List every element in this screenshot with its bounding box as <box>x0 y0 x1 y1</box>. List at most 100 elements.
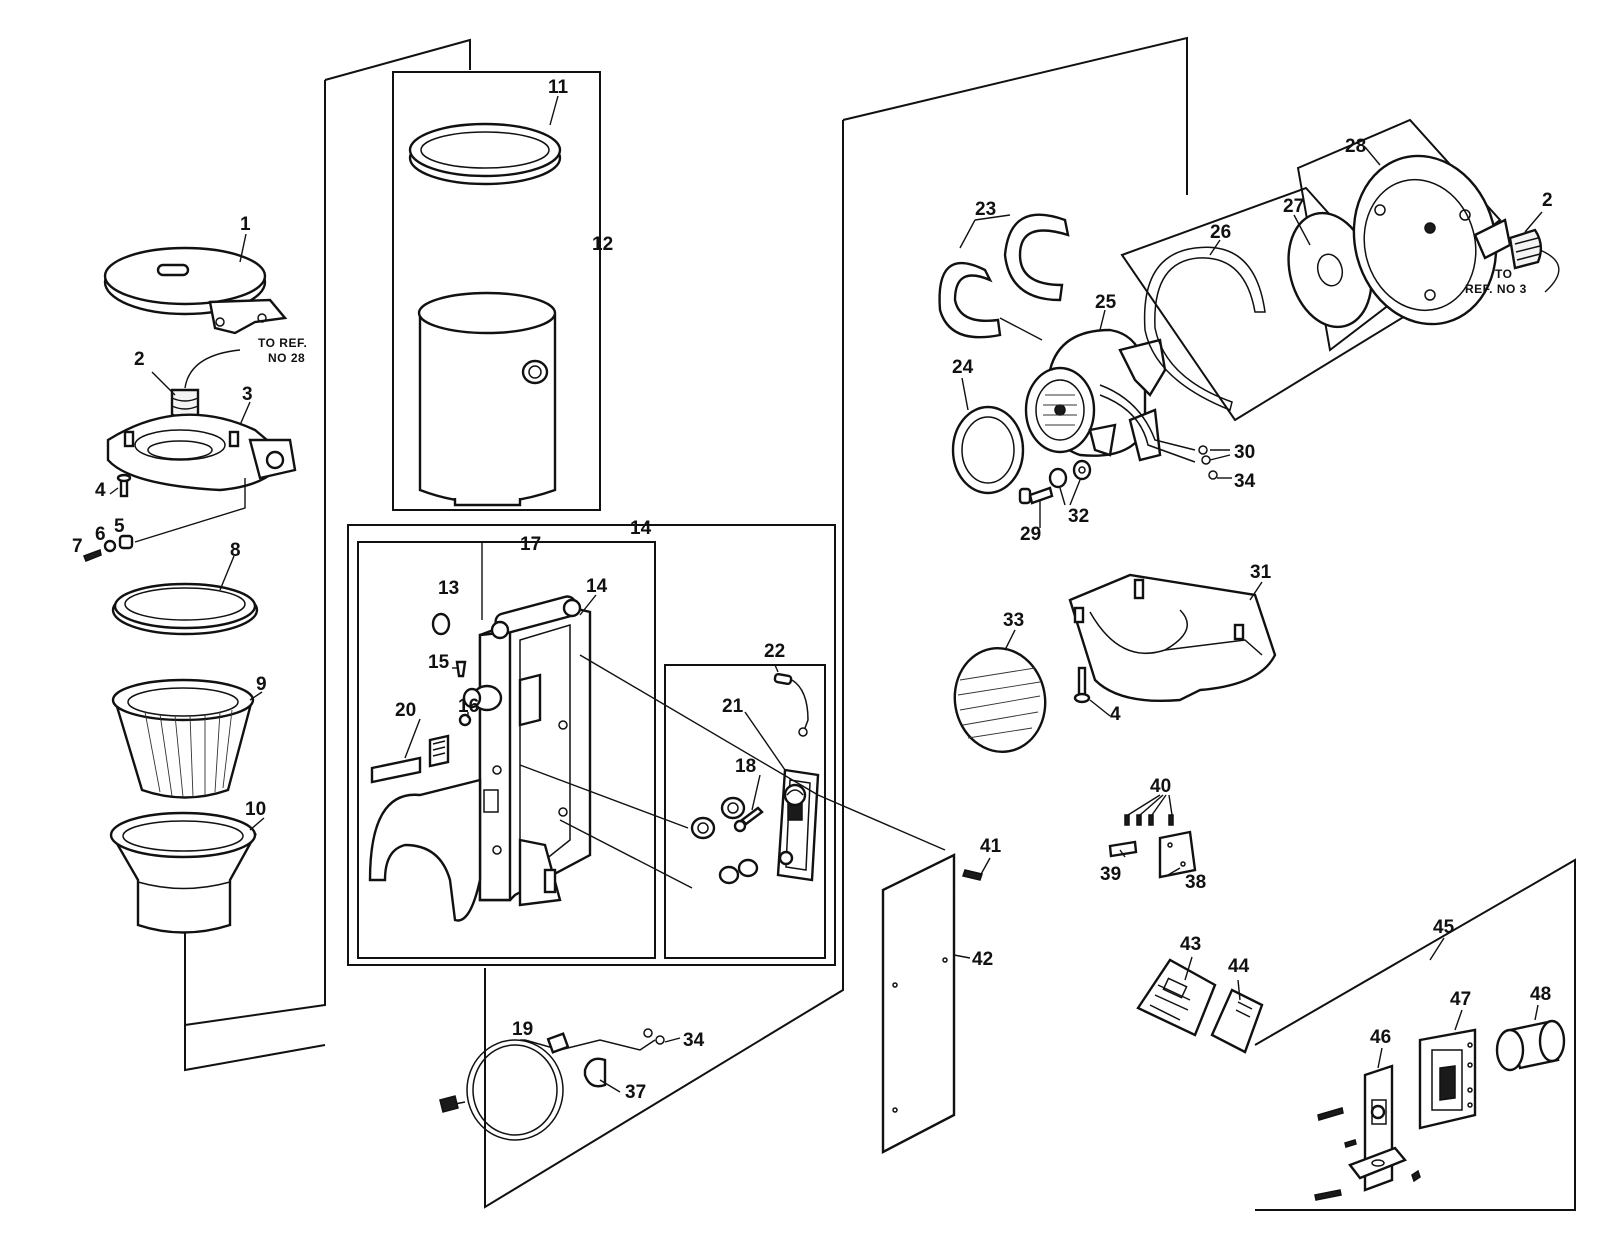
callout-27: 27 <box>1283 196 1304 217</box>
part-38-plate <box>1158 830 1197 879</box>
note-to-ref-3-line1: TO <box>1495 267 1512 281</box>
part-46-inlet-mount <box>1314 1064 1421 1201</box>
callout-23: 23 <box>975 199 996 220</box>
callout-47: 47 <box>1450 989 1471 1010</box>
part-9-filter-cone <box>111 678 255 799</box>
part-15-screw <box>455 660 467 678</box>
callout-32: 32 <box>1068 506 1089 527</box>
part-19-power-cord <box>439 1028 665 1141</box>
part-31-motor-housing <box>1068 573 1277 702</box>
note-to-ref-28-line2: NO 28 <box>268 351 305 365</box>
callout-7: 7 <box>72 536 83 557</box>
callout-31: 31 <box>1250 562 1272 583</box>
callout-11: 11 <box>548 77 569 98</box>
callout-9: 9 <box>256 674 267 695</box>
callout-19: 19 <box>512 1019 533 1040</box>
callout-2-right: 2 <box>1542 190 1553 211</box>
leader-23-25 <box>999 317 1043 341</box>
callout-18: 18 <box>735 756 756 777</box>
callout-25: 25 <box>1095 292 1117 313</box>
callout-39: 39 <box>1100 864 1121 885</box>
part-34-terminal <box>1208 470 1218 480</box>
part-18-key <box>733 806 764 833</box>
reference-notes: TO REF. NO 28 TO REF. NO 3 <box>258 267 1527 365</box>
assembly-guide-lines <box>519 654 946 889</box>
part-10-funnel <box>109 811 258 934</box>
part-2-spring-right <box>1508 228 1560 293</box>
part-5-nut <box>118 534 134 550</box>
callout-37: 37 <box>625 1082 646 1103</box>
part-30-terminals <box>1198 445 1211 465</box>
callout-5: 5 <box>114 516 125 537</box>
note-to-ref-3-line2: REF. NO 3 <box>1465 282 1527 296</box>
callout-21: 21 <box>722 696 744 717</box>
part-48-tee-fitting <box>1495 1019 1566 1072</box>
part-12-canister <box>417 291 557 507</box>
callout-26: 26 <box>1210 222 1231 243</box>
callout-4-right: 4 <box>1110 704 1121 725</box>
callout-4: 4 <box>95 480 106 501</box>
callout-6: 6 <box>95 524 106 545</box>
callout-17: 17 <box>520 534 541 555</box>
part-26-gasket <box>1143 246 1266 412</box>
part-41-screw <box>962 869 983 881</box>
part-3-base-plate <box>106 413 297 492</box>
part-4-screw-right <box>1073 666 1091 704</box>
part-37-clip <box>583 1057 607 1088</box>
callout-45: 45 <box>1433 917 1455 938</box>
part-14-chassis <box>368 595 592 922</box>
part-1-lid <box>103 246 288 335</box>
part-25-motor <box>1024 328 1196 463</box>
callout-43: 43 <box>1180 934 1201 955</box>
part-23-clamps <box>938 213 1070 339</box>
callout-3: 3 <box>242 384 253 405</box>
callout-10: 10 <box>245 799 266 820</box>
part-44-manual <box>1210 988 1264 1054</box>
callout-1: 1 <box>240 214 251 235</box>
callout-24: 24 <box>952 357 974 378</box>
callout-2: 2 <box>134 349 145 370</box>
callout-12: 12 <box>592 234 613 255</box>
callout-30: 30 <box>1234 442 1255 463</box>
callout-20: 20 <box>395 700 416 721</box>
part-47-inlet-plate <box>1418 1028 1477 1130</box>
callout-28: 28 <box>1345 136 1366 157</box>
part-20-label <box>370 734 450 784</box>
part-4-screw <box>116 473 132 498</box>
switch-nuts <box>690 796 759 885</box>
callout-29: 29 <box>1020 524 1041 545</box>
part-6-washer <box>103 539 117 553</box>
part-8-gasket <box>111 582 259 636</box>
callout-44: 44 <box>1228 956 1250 977</box>
callout-14-top: 14 <box>630 518 652 539</box>
callout-41: 41 <box>980 836 1002 857</box>
callout-34-right: 34 <box>1234 471 1256 492</box>
part-42-panel <box>881 853 956 1154</box>
callout-22: 22 <box>764 641 785 662</box>
part-28-motor-cover <box>1352 154 1512 326</box>
leader-5 <box>134 478 246 543</box>
note-to-ref-28-line1: TO REF. <box>258 336 307 350</box>
callout-38: 38 <box>1185 872 1206 893</box>
part-43-instruction-sheet <box>1136 958 1217 1037</box>
callout-13: 13 <box>438 578 459 599</box>
part-39-bracket <box>1108 840 1138 858</box>
callout-16: 16 <box>458 696 479 717</box>
part-7-screw <box>83 548 102 562</box>
callout-33: 33 <box>1003 610 1024 631</box>
callout-14: 14 <box>586 576 608 597</box>
callout-42: 42 <box>972 949 993 970</box>
part-13-o-ring <box>431 612 451 636</box>
callout-15: 15 <box>428 652 450 673</box>
callout-48: 48 <box>1530 984 1551 1005</box>
callout-34: 34 <box>683 1030 705 1051</box>
part-33-grille <box>953 646 1047 754</box>
callout-labels: 1 2 3 4 5 6 7 8 9 10 11 12 13 14 14 15 1… <box>72 77 1553 1103</box>
assembly-frames <box>184 36 1576 1211</box>
part-29-screw <box>1018 486 1054 505</box>
callout-leaders <box>109 95 1543 1093</box>
callout-46: 46 <box>1370 1027 1391 1048</box>
part-24-gasket <box>951 405 1025 495</box>
part-22-wire <box>773 672 809 737</box>
